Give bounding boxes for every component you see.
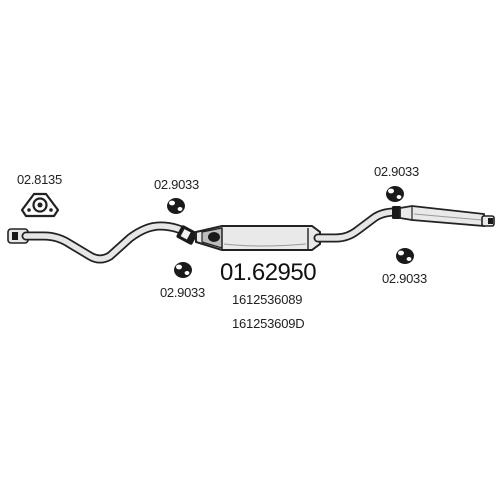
flange-bracket-part: 02.8135 bbox=[17, 172, 62, 218]
middle-muffler bbox=[195, 225, 321, 251]
hanger-code-label-top-left: 02.9033 bbox=[154, 177, 199, 192]
hanger-part-bottom-right: 02.9033 bbox=[382, 248, 427, 286]
rubber-hanger-icon bbox=[167, 198, 185, 214]
tail-pipe bbox=[481, 215, 495, 227]
hanger-part-top-right: 02.9033 bbox=[374, 164, 419, 202]
exhaust-flange-bracket-icon bbox=[20, 192, 60, 218]
hanger-code-label-bottom-right: 02.9033 bbox=[382, 271, 427, 286]
hanger-part-top-left: 02.9033 bbox=[154, 177, 199, 214]
bracket-code-label: 02.8135 bbox=[17, 172, 62, 187]
rubber-hanger-icon bbox=[386, 186, 404, 202]
rubber-hanger-icon bbox=[396, 248, 414, 264]
oem-number-1: 1612536089 bbox=[232, 292, 302, 307]
rear-pipe-clamp bbox=[392, 206, 401, 219]
rubber-hanger-icon bbox=[174, 262, 192, 278]
hanger-code-label-bottom-left: 02.9033 bbox=[160, 285, 205, 300]
rear-silencer bbox=[399, 205, 485, 227]
pipe-clamp bbox=[176, 225, 198, 245]
part-number-block: 01.62950 1612536089 161253609D bbox=[220, 259, 317, 331]
hanger-part-bottom-left: 02.9033 bbox=[160, 262, 205, 300]
oem-number-2: 161253609D bbox=[232, 316, 304, 331]
main-part-number: 01.62950 bbox=[220, 259, 316, 286]
hanger-code-label-top-right: 02.9033 bbox=[374, 164, 419, 179]
exhaust-pipe-assembly bbox=[7, 205, 495, 264]
